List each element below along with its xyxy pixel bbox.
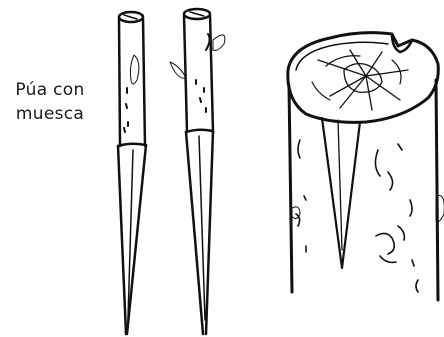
scion-side-drawing (170, 9, 225, 334)
scion-front-drawing (118, 12, 146, 334)
rootstock-drawing (288, 33, 444, 300)
